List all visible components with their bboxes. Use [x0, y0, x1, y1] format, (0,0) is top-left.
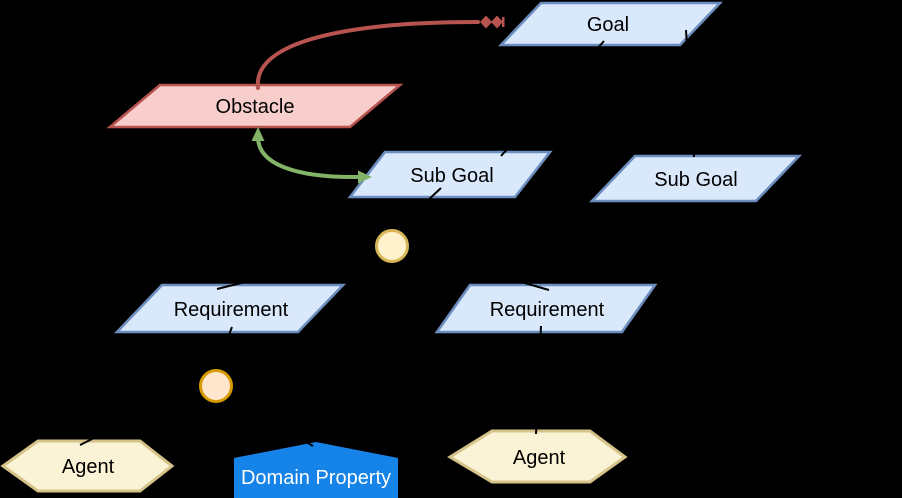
obstruction-edge: [255, 15, 505, 90]
edge-requirement-left-to-junction-upper: [216, 248, 379, 290]
obstruction-diamond-1: [480, 15, 492, 29]
edge-junction-lower-to-domain-property: [227, 396, 314, 447]
agent-left-label: Agent: [62, 456, 115, 478]
subgoal-right-node-shape: [588, 154, 803, 203]
domain-property-node-shape: [234, 442, 398, 498]
requirement-left-label: Requirement: [174, 299, 289, 321]
refinement-edges-layer: [79, 29, 695, 447]
goal-node-shape: [497, 1, 724, 47]
subgoal-left-node-shape: [347, 150, 553, 199]
and-junction-lower-circle: [199, 369, 233, 403]
domain-property-label: Domain Property: [241, 467, 391, 489]
subgoal-right-label: Sub Goal: [654, 169, 737, 191]
subgoal-left-label: Sub Goal: [410, 165, 493, 187]
obstruction-diamond-2: [491, 15, 503, 29]
edge-junction-lower-to-requirement-left: [214, 326, 233, 373]
edge-junction-upper-to-requirement-right: [405, 248, 550, 291]
junctions-layer: [199, 229, 409, 403]
resolution-arrowhead-subgoal: [358, 170, 372, 184]
nodes-layer: [0, 1, 803, 498]
agent-right-label: Agent: [513, 447, 566, 469]
resolution-arrowhead-obstacle: [251, 127, 265, 141]
edge-goal-to-subgoal-right: [685, 29, 695, 158]
requirement-left-node-shape: [113, 283, 347, 334]
requirement-right-label: Requirement: [490, 299, 605, 321]
requirement-right-node-shape: [434, 283, 658, 334]
obstacle-label: Obstacle: [216, 96, 295, 118]
agent-left-node-shape: [0, 439, 175, 493]
goal-label: Goal: [587, 14, 629, 36]
agent-right-node-shape: [447, 429, 628, 484]
edge-goal-to-subgoal-left: [500, 40, 605, 157]
resolution-curve-path: [256, 135, 362, 180]
edge-agent-left-to-junction-lower: [79, 383, 204, 446]
resolution-edge: [251, 127, 372, 184]
edge-agent-right-to-requirement-right: [535, 325, 542, 435]
edge-junction-upper-to-subgoal-left: [393, 187, 442, 233]
obstruction-curve-path: [255, 20, 480, 90]
labels-layer: Goal Obstacle Sub Goal Sub Goal Requirem…: [62, 14, 738, 489]
and-junction-upper-circle: [375, 229, 409, 263]
obstacle-node-shape: [106, 83, 404, 129]
obstruction-head-bar: [502, 17, 505, 27]
